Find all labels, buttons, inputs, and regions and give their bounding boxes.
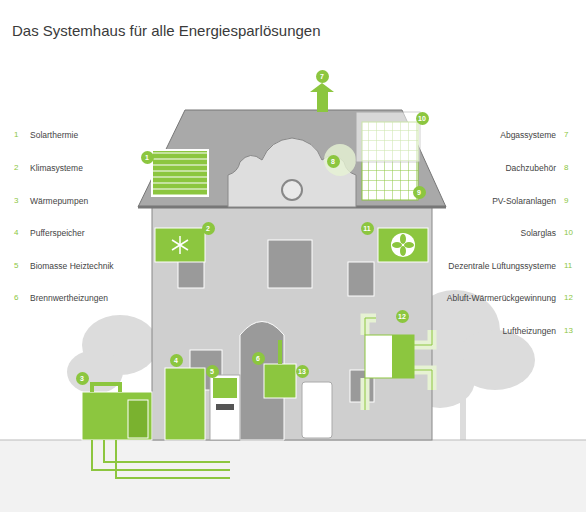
round-window [282,180,302,200]
illustration-part [365,318,432,410]
ac-unit [155,228,205,262]
ground [0,440,586,512]
illustration-part [128,400,148,438]
list-label: Brennwertheizungen [30,293,108,303]
illustration-part [400,246,406,256]
list-number: 13 [564,326,573,335]
list-number: 7 [564,130,568,139]
windows [178,240,374,402]
illustration-part [92,384,120,392]
fan-blades [392,234,414,256]
callout-number: 1 [141,151,154,164]
callout-number: 12 [396,310,409,323]
list-label: Abgassysteme [500,130,556,140]
illustration-part [216,404,234,410]
illustration-part [268,240,312,288]
callout-number: 6 [252,352,265,365]
list-label: Dachzubehör [505,163,556,173]
callout-number: 8 [327,155,340,168]
gable [228,138,356,207]
list-label: Solarthermie [30,130,78,140]
list-label: Biomasse Heiztechnik [30,261,114,271]
list-label: PV-Solaranlagen [492,196,556,206]
callout-number: 9 [413,186,426,199]
callout-number: 2 [202,222,215,235]
list-label: Pufferspeicher [30,228,85,238]
list-number: 8 [564,163,568,172]
illustration-part [67,350,123,394]
illustration-part [172,240,188,250]
buffer-tank [165,368,205,440]
illustration-part [82,392,152,440]
list-label: Dezentrale Lüftungssysteme [448,261,556,271]
illustration-part [365,318,432,410]
heat-pump [82,384,230,478]
illustration-part [392,242,402,248]
list-number: 10 [564,228,573,237]
illustration-part [365,335,414,378]
air-heater [302,382,332,438]
roof-accessory [324,144,356,176]
list-label: Luftheizungen [503,326,556,336]
list-label: Wärmepumpen [30,196,88,206]
biomass-boiler [210,375,240,440]
illustration-part [92,440,230,478]
illustration-part [404,242,414,248]
list-number: 2 [14,163,18,172]
illustration-part [172,240,188,250]
solar-thermal-panel [152,150,208,196]
illustration-part [210,375,240,440]
callout-number: 7 [316,70,329,83]
list-number: 1 [14,130,18,139]
callout-number: 3 [76,372,89,385]
callout-number: 4 [170,354,183,367]
solar-glass [356,112,420,162]
illustration-part [392,335,414,378]
list-label: Solarglas [521,228,556,238]
illustration-part [213,378,237,398]
list-number: 9 [564,196,568,205]
callout-number: 13 [296,365,309,378]
house-wall [152,205,432,440]
illustration-part [348,262,374,296]
list-label: Klimasysteme [30,163,83,173]
list-label: Abluft-Wärmerückgewinnung [447,293,556,303]
illustration-part [400,234,406,244]
condensing-boiler [264,340,296,398]
callout-number: 11 [361,222,374,235]
callout-number: 10 [416,112,429,125]
list-number: 12 [564,293,573,302]
list-number: 6 [14,293,18,302]
illustration-part [460,390,466,440]
illustration-part [278,340,282,364]
list-number: 11 [564,261,572,270]
fan [391,233,415,257]
list-number: 5 [14,261,18,270]
title: Das Systemhaus für alle Energiesparlösun… [12,22,321,39]
list-number: 3 [14,196,18,205]
illustration-part [264,364,296,398]
flue-cap [310,83,334,92]
ventilation-unit [378,228,428,262]
callout-number: 5 [206,365,219,378]
heat-recovery-unit [365,318,432,410]
snowflake [172,236,188,254]
roof [138,110,446,207]
list-number: 4 [14,228,18,237]
